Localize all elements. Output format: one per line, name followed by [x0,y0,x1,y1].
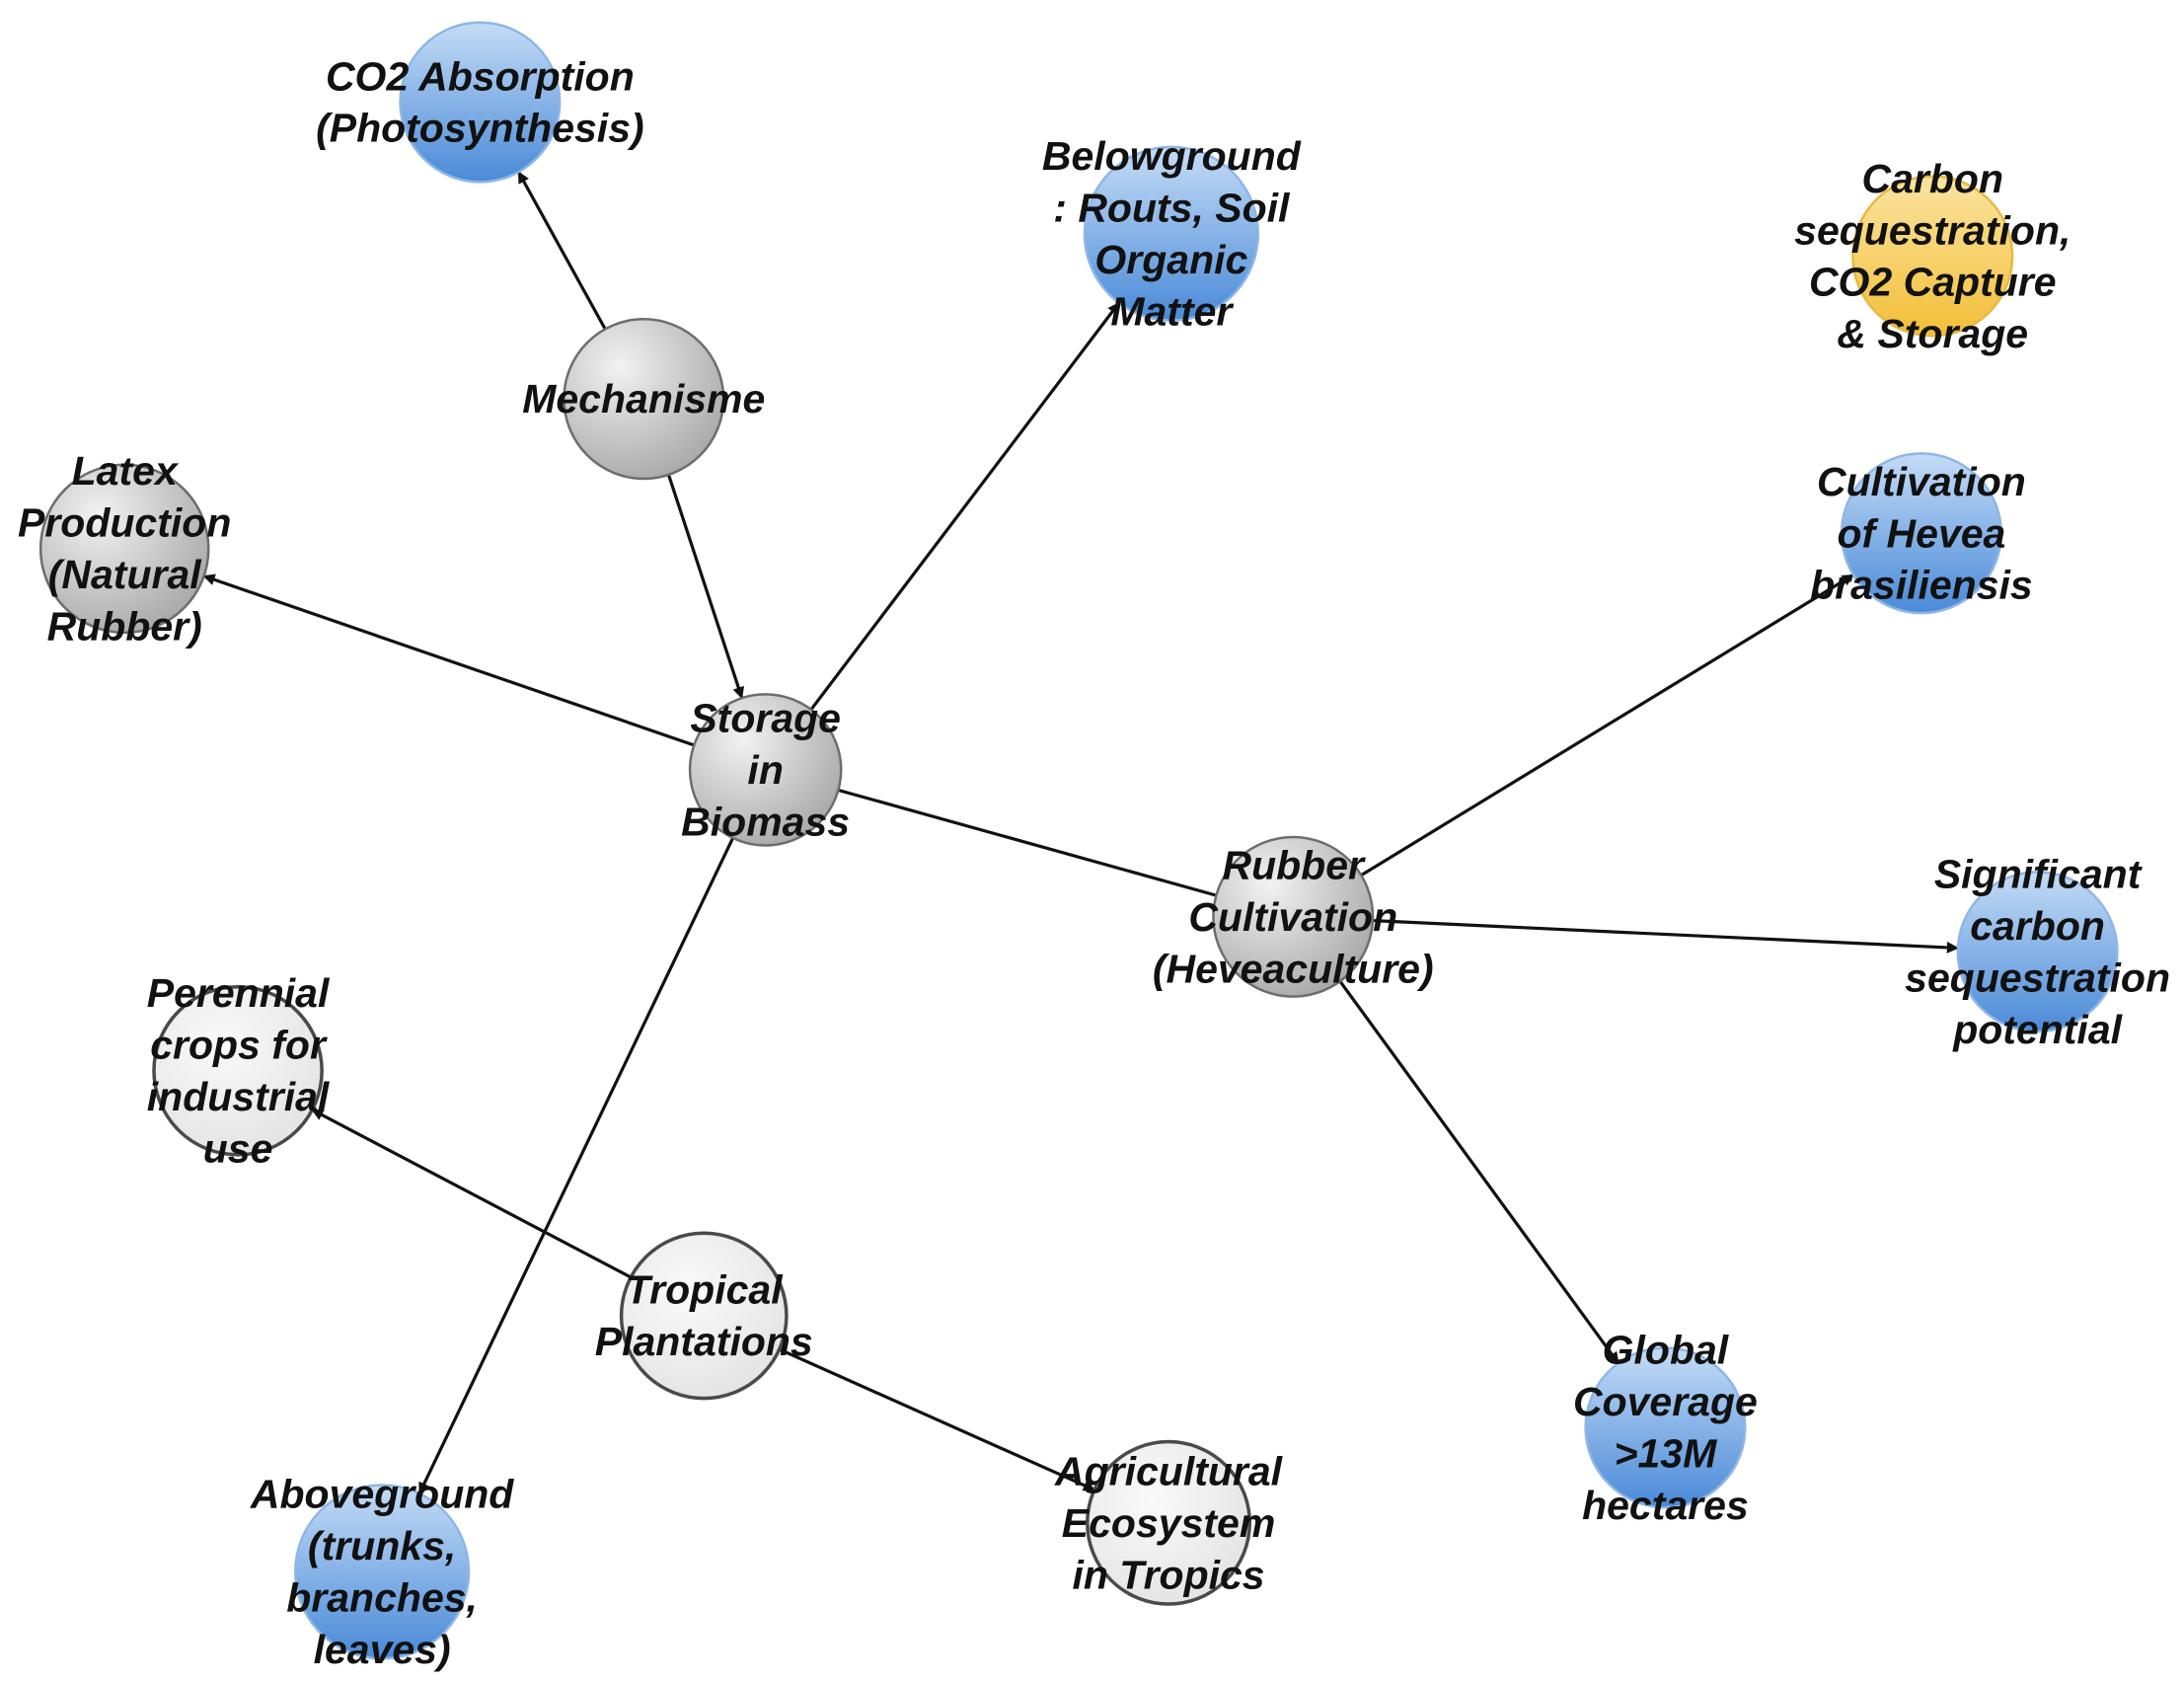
edge-storage-biomass-to-aboveground [417,769,768,1495]
node-label-latex-production-line-1: Latex [72,448,180,494]
node-label-aboveground-line-4: leaves) [314,1627,451,1672]
node-label-significant-carbon-line-4: potential [1952,1007,2123,1052]
node-label-rubber-cultivation-line-2: Cultivation [1188,894,1397,940]
node-label-global-coverage-line-1: Global [1603,1328,1730,1373]
node-circle-rubber-cultivation [1212,835,1375,998]
edge-storage-biomass-to-rubber-cultivation [765,768,1217,897]
node-circle-significant-carbon [1956,871,2119,1033]
node-label-carbon-sequestration-line-2: sequestration, [1794,207,2071,253]
node-circle-belowground [1083,145,1260,322]
node-label-agricultural-ecosystem-line-3: in Tropics [1072,1552,1264,1597]
edges-layer [202,171,1959,1495]
node-circle-perennial-crops [152,984,324,1157]
node-label-cultivation-hevea-line-2: of Hevea [1837,510,2005,556]
node-circle-tropical-plantations [619,1231,789,1401]
node-label-latex-production-line-2: Production [18,500,231,546]
node-label-perennial-crops-line-2: crops for [150,1023,328,1068]
node-label-perennial-crops-line-3: industrial [147,1074,331,1119]
node-circle-latex-production [38,463,210,635]
node-label-perennial-crops-line-1: Perennial [147,970,331,1016]
node-circle-carbon-sequestration [1851,175,2014,338]
node-label-global-coverage-line-2: Coverage [1573,1379,1758,1424]
node-label-perennial-crops-line-4: use [203,1125,273,1171]
node-label-cultivation-hevea-line-1: Cultivation [1817,459,2026,504]
node-label-rubber-cultivation-line-1: Rubber [1222,842,1366,887]
nodes-layer: MechanismeStorageinBiomassRubberCultivat… [18,21,2170,1672]
node-label-latex-production-line-3: (Natural [48,552,203,597]
node-label-carbon-sequestration-line-3: CO2 Capture [1809,260,2057,305]
node-label-belowground-line-4: Matter [1110,289,1234,335]
node-label-storage-biomass-line-1: Storage [690,695,841,740]
node-label-belowground-line-3: Organic [1094,237,1247,282]
node-label-significant-carbon-line-1: Significant [1934,852,2144,897]
node-circle-co2-absorption [399,21,562,184]
node-label-mechanisme-line-1: Mechanisme [522,376,765,421]
node-carbon-sequestration: Carbon sequestration, CO2 Capture & Storage [1794,156,2071,356]
node-label-agricultural-ecosystem-line-1: Agricultural [1054,1448,1284,1493]
node-cultivation-hevea: Cultivation of Hevea brasiliensis [1810,452,2033,615]
edge-storage-biomass-to-belowground [764,301,1121,771]
node-label-aboveground-line-3: branches, [286,1575,478,1621]
node-label-global-coverage-line-4: hectares [1582,1483,1749,1528]
node-circle-storage-biomass [688,693,843,847]
node-aboveground: Aboveground (trunks, branches, leaves) [250,1472,514,1672]
node-label-significant-carbon-line-2: carbon [1970,903,2105,949]
node-label-carbon-sequestration-line-4: & Storage [1837,311,2028,356]
edge-rubber-cultivation-to-global-coverage [1291,915,1620,1364]
node-label-latex-production-line-4: Rubber) [47,604,202,650]
node-mechanisme: Mechanisme [522,318,765,481]
node-circle-mechanisme [563,318,725,481]
node-label-cultivation-hevea-line-3: brasiliensis [1810,563,2033,608]
node-perennial-crops: Perennial crops for industrial use [147,970,331,1171]
node-circle-agricultural-ecosystem [1086,1439,1252,1606]
node-label-aboveground-line-2: (trunks, [308,1523,456,1568]
node-significant-carbon: Significant carbon sequestration potential [1905,852,2170,1052]
node-label-belowground-line-1: Belowground [1042,133,1302,179]
node-label-agricultural-ecosystem-line-2: Ecosystem [1062,1500,1276,1546]
node-label-rubber-cultivation-line-3: (Heveaculture) [1153,946,1434,991]
edge-rubber-cultivation-to-cultivation-hevea [1292,573,1854,919]
edge-rubber-cultivation-to-significant-carbon [1293,915,1959,954]
node-label-tropical-plantations-line-1: Tropical [626,1267,784,1313]
node-co2-absorption: CO2 Absorption (Photosynthesis) [316,21,644,184]
node-label-belowground-line-2: : Routs, Soil [1053,186,1291,231]
node-label-co2-absorption-line-1: CO2 Absorption [326,53,635,99]
node-circle-global-coverage [1584,1346,1747,1509]
edge-storage-biomass-to-latex-production [202,573,767,772]
node-circle-aboveground [293,1484,471,1660]
node-label-global-coverage-line-3: >13M [1615,1431,1718,1477]
node-label-significant-carbon-line-3: sequestration [1905,955,2170,1000]
node-label-carbon-sequestration-line-1: Carbon [1862,156,2004,201]
node-label-storage-biomass-line-2: in [747,747,783,793]
node-label-aboveground-line-1: Aboveground [250,1472,514,1517]
node-label-co2-absorption-line-2: (Photosynthesis) [316,106,644,151]
node-circle-cultivation-hevea [1840,452,2002,615]
node-label-tropical-plantations-line-2: Plantations [595,1319,813,1364]
node-label-storage-biomass-line-3: Biomass [681,799,850,844]
